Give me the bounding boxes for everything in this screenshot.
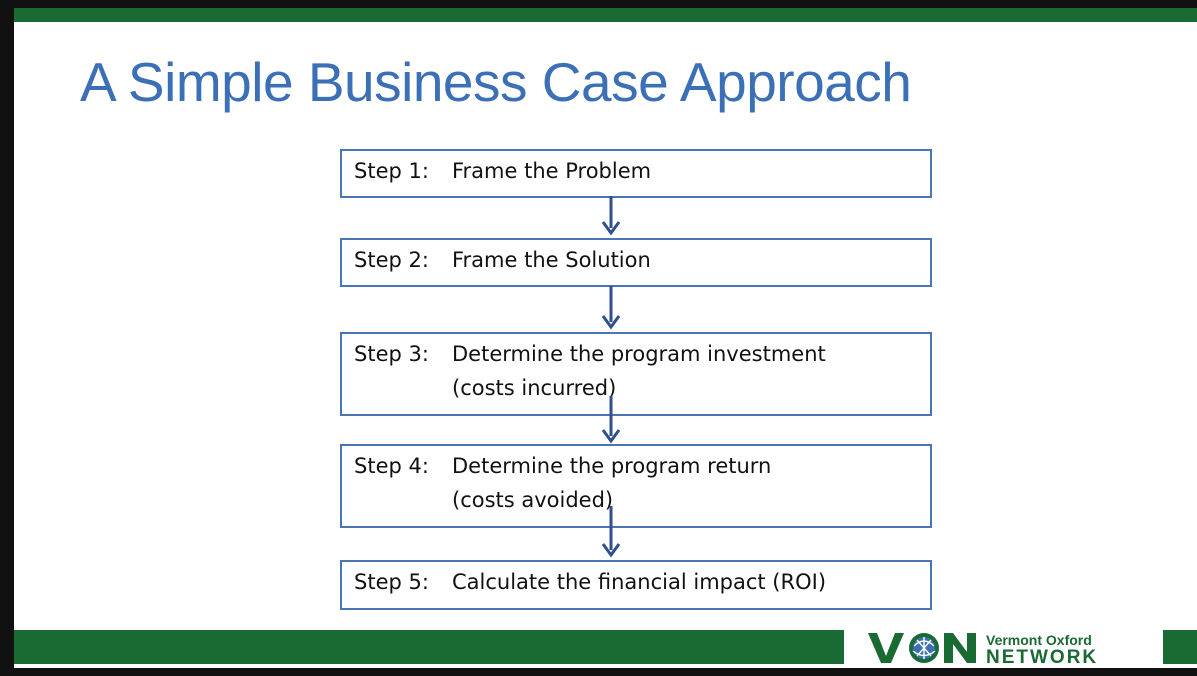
step-text: Calculate the financial impact (ROI): [452, 570, 827, 594]
frame-bottom-border: [0, 668, 1197, 676]
step-box-3: Step 3: Determine the program investment…: [340, 332, 932, 416]
arrow-down-icon: [601, 396, 621, 444]
step-text: Frame the Solution: [452, 248, 651, 272]
arrow-down-icon: [601, 506, 621, 558]
step-box-2: Step 2: Frame the Solution: [340, 238, 932, 287]
step-box-5: Step 5: Calculate the financial impact (…: [340, 560, 932, 610]
step-number: Step 1:: [354, 159, 429, 183]
frame-left-border: [0, 0, 14, 676]
step-subtext: (costs avoided): [452, 488, 614, 512]
logo-top-line: Vermont Oxford: [986, 632, 1092, 648]
frame-top-border: [0, 0, 1197, 8]
step-box-1: Step 1: Frame the Problem: [340, 149, 932, 198]
von-network-logo: Vermont Oxford NETWORK: [868, 632, 1098, 666]
slide-title: A Simple Business Case Approach: [80, 51, 912, 113]
logo-bottom-line: NETWORK: [986, 647, 1098, 666]
step-number: Step 4:: [354, 454, 429, 478]
step-subtext: (costs incurred): [452, 376, 617, 400]
footer-green-tail: [1163, 630, 1197, 664]
step-number: Step 3:: [354, 342, 429, 366]
step-text: Determine the program return: [452, 454, 772, 478]
step-text: Determine the program investment: [452, 342, 826, 366]
step-text: Frame the Problem: [452, 159, 652, 183]
step-box-4: Step 4: Determine the program return (co…: [340, 444, 932, 528]
arrow-down-icon: [601, 286, 621, 330]
footer-green-bar: [14, 630, 844, 664]
arrow-down-icon: [601, 196, 621, 236]
step-number: Step 5:: [354, 570, 429, 594]
header-green-bar: [14, 8, 1197, 22]
step-number: Step 2:: [354, 248, 429, 272]
